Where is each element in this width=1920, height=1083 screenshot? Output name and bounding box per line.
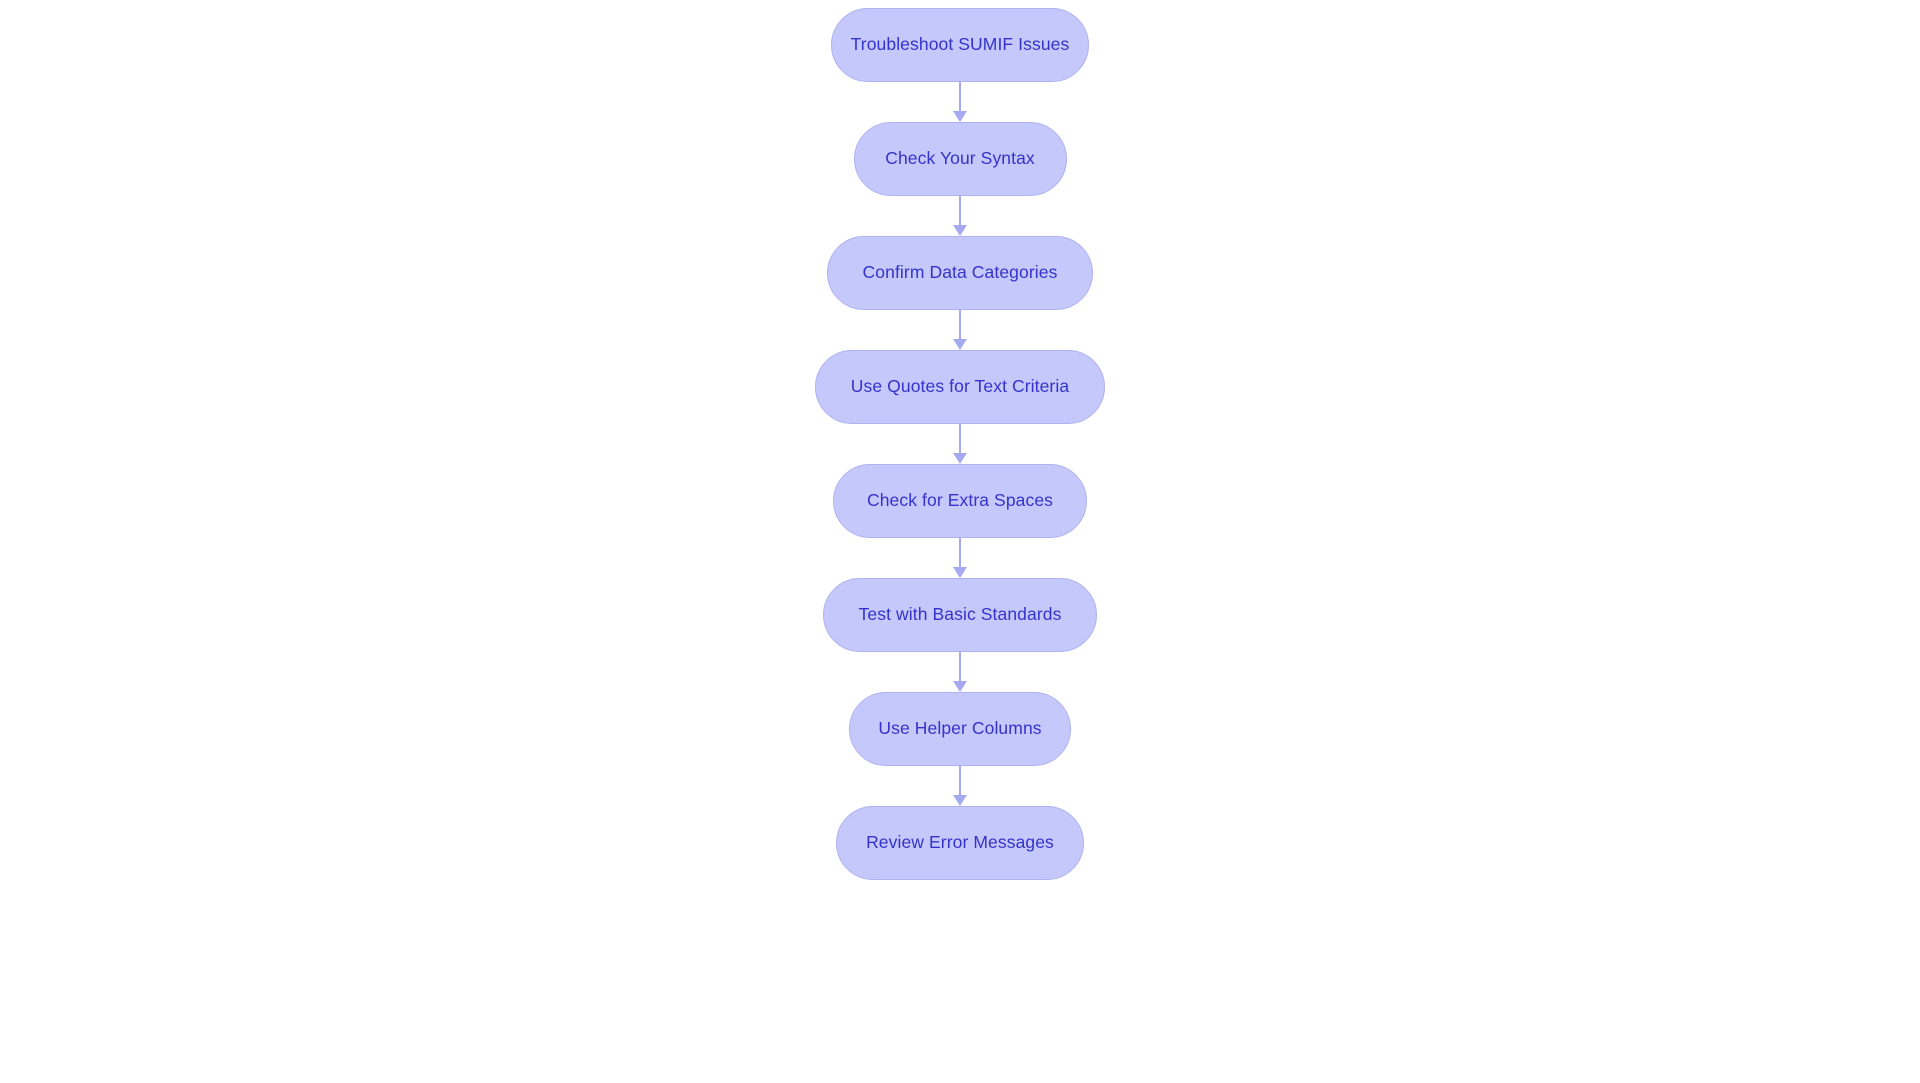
top-spacer [960,0,961,8]
flow-connector-2 [949,196,971,236]
flow-node-label: Check Your Syntax [885,148,1035,169]
arrow-down-icon [953,225,967,236]
arrow-down-icon [953,453,967,464]
arrow-down-icon [953,339,967,350]
flow-node-check-for-extra-spaces[interactable]: Check for Extra Spaces [833,464,1087,538]
flow-node-label: Check for Extra Spaces [866,490,1054,511]
connector-line [959,82,961,113]
arrow-down-icon [953,567,967,578]
flow-connector-3 [949,310,971,350]
flow-connector-5 [949,538,971,578]
flow-node-test-with-basic-standards[interactable]: Test with Basic Standards [823,578,1097,652]
connector-line [959,424,961,455]
flow-connector-1 [949,82,971,122]
connector-line [959,766,961,797]
flow-node-label: Confirm Data Categories [862,262,1058,283]
flow-node-label: Test with Basic Standards [858,604,1062,625]
connector-line [959,310,961,341]
flow-connector-4 [949,424,971,464]
flow-node-label: Review Error Messages [866,832,1054,853]
arrow-down-icon [953,795,967,806]
flow-node-label: Use Helper Columns [878,718,1042,739]
flow-node-label: Troubleshoot SUMIF Issues [850,34,1070,55]
connector-line [959,196,961,227]
arrow-down-icon [953,111,967,122]
connector-line [959,652,961,683]
flow-node-review-error-messages[interactable]: Review Error Messages [836,806,1084,880]
flow-node-label: Use Quotes for Text Criteria [850,376,1070,397]
flow-node-check-your-syntax[interactable]: Check Your Syntax [853,122,1067,196]
flow-node-use-quotes-for-text-criteria[interactable]: Use Quotes for Text Criteria [815,350,1105,424]
connector-line [959,538,961,569]
arrow-down-icon [953,681,967,692]
flow-connector-6 [949,652,971,692]
flow-node-use-helper-columns[interactable]: Use Helper Columns [849,692,1071,766]
flow-node-confirm-data-categories[interactable]: Confirm Data Categories [827,236,1093,310]
flow-connector-7 [949,766,971,806]
flow-node-troubleshoot-sumif-issues[interactable]: Troubleshoot SUMIF Issues [831,8,1089,82]
